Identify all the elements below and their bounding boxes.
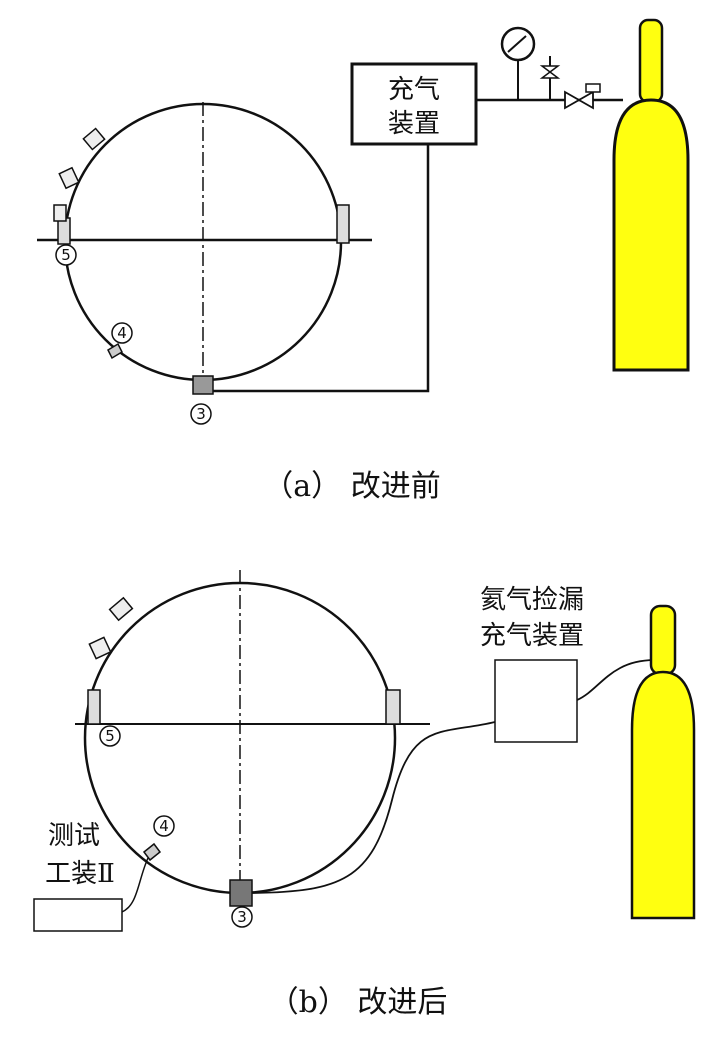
flange-left-b: [87, 689, 101, 725]
svg-text:4: 4: [117, 324, 127, 342]
fitting-4-b: [142, 842, 162, 862]
hose-fixture-b: [121, 857, 149, 913]
fittings-upper-a: [53, 127, 106, 222]
panel-a: 5 4 3 充气 装置 （a） 改进前: [37, 18, 690, 504]
helium-charging-box-b: [494, 659, 578, 743]
fitting-4-a: [107, 342, 123, 360]
gas-cylinder-b: [630, 604, 696, 920]
flange-right-a: [336, 204, 350, 244]
marker-3-a: 3: [190, 403, 212, 425]
helium-box-label-line2: 充气装置: [480, 621, 584, 651]
svg-text:5: 5: [105, 727, 115, 745]
svg-text:4: 4: [159, 817, 169, 835]
port-3-b: [229, 879, 253, 907]
charging-box-a: [350, 62, 478, 146]
port-3-a: [192, 375, 214, 395]
svg-text:5: 5: [61, 246, 71, 264]
hose-port-to-box-b: [251, 721, 496, 894]
charging-box-label-line2-a: 装置: [388, 109, 440, 139]
panel-b: 5 4 3 氦气捡漏 充气装置 测试 工装Ⅱ （b） 改进后: [33, 570, 696, 1020]
valve-small-a: [539, 65, 561, 79]
fixture-label-line2: 工装Ⅱ: [45, 859, 115, 889]
flange-right-b: [385, 689, 401, 725]
svg-text:3: 3: [237, 908, 247, 926]
marker-5-b: 5: [99, 725, 121, 747]
helium-box-label-line1: 氦气捡漏: [480, 585, 584, 615]
caption-a: （a） 改进前: [263, 469, 440, 504]
gas-cylinder-a: [612, 18, 690, 372]
fixture-label-line1: 测试: [48, 821, 100, 851]
marker-3-b: 3: [231, 906, 253, 928]
charging-box-label-line1-a: 充气: [388, 75, 440, 105]
main-valve-a: [564, 90, 594, 110]
svg-text:3: 3: [196, 405, 206, 423]
marker-4-b: 4: [153, 815, 175, 837]
fittings-upper-b: [88, 596, 134, 660]
caption-b: （b） 改进后: [269, 985, 448, 1020]
pipe-port-to-box-a: [213, 144, 430, 393]
flange-left-a: [57, 217, 71, 245]
hose-box-to-cylinder-b: [576, 659, 656, 701]
marker-4-a: 4: [111, 322, 133, 344]
marker-5-a: 5: [55, 244, 77, 266]
test-fixture-box-b: [33, 898, 123, 932]
